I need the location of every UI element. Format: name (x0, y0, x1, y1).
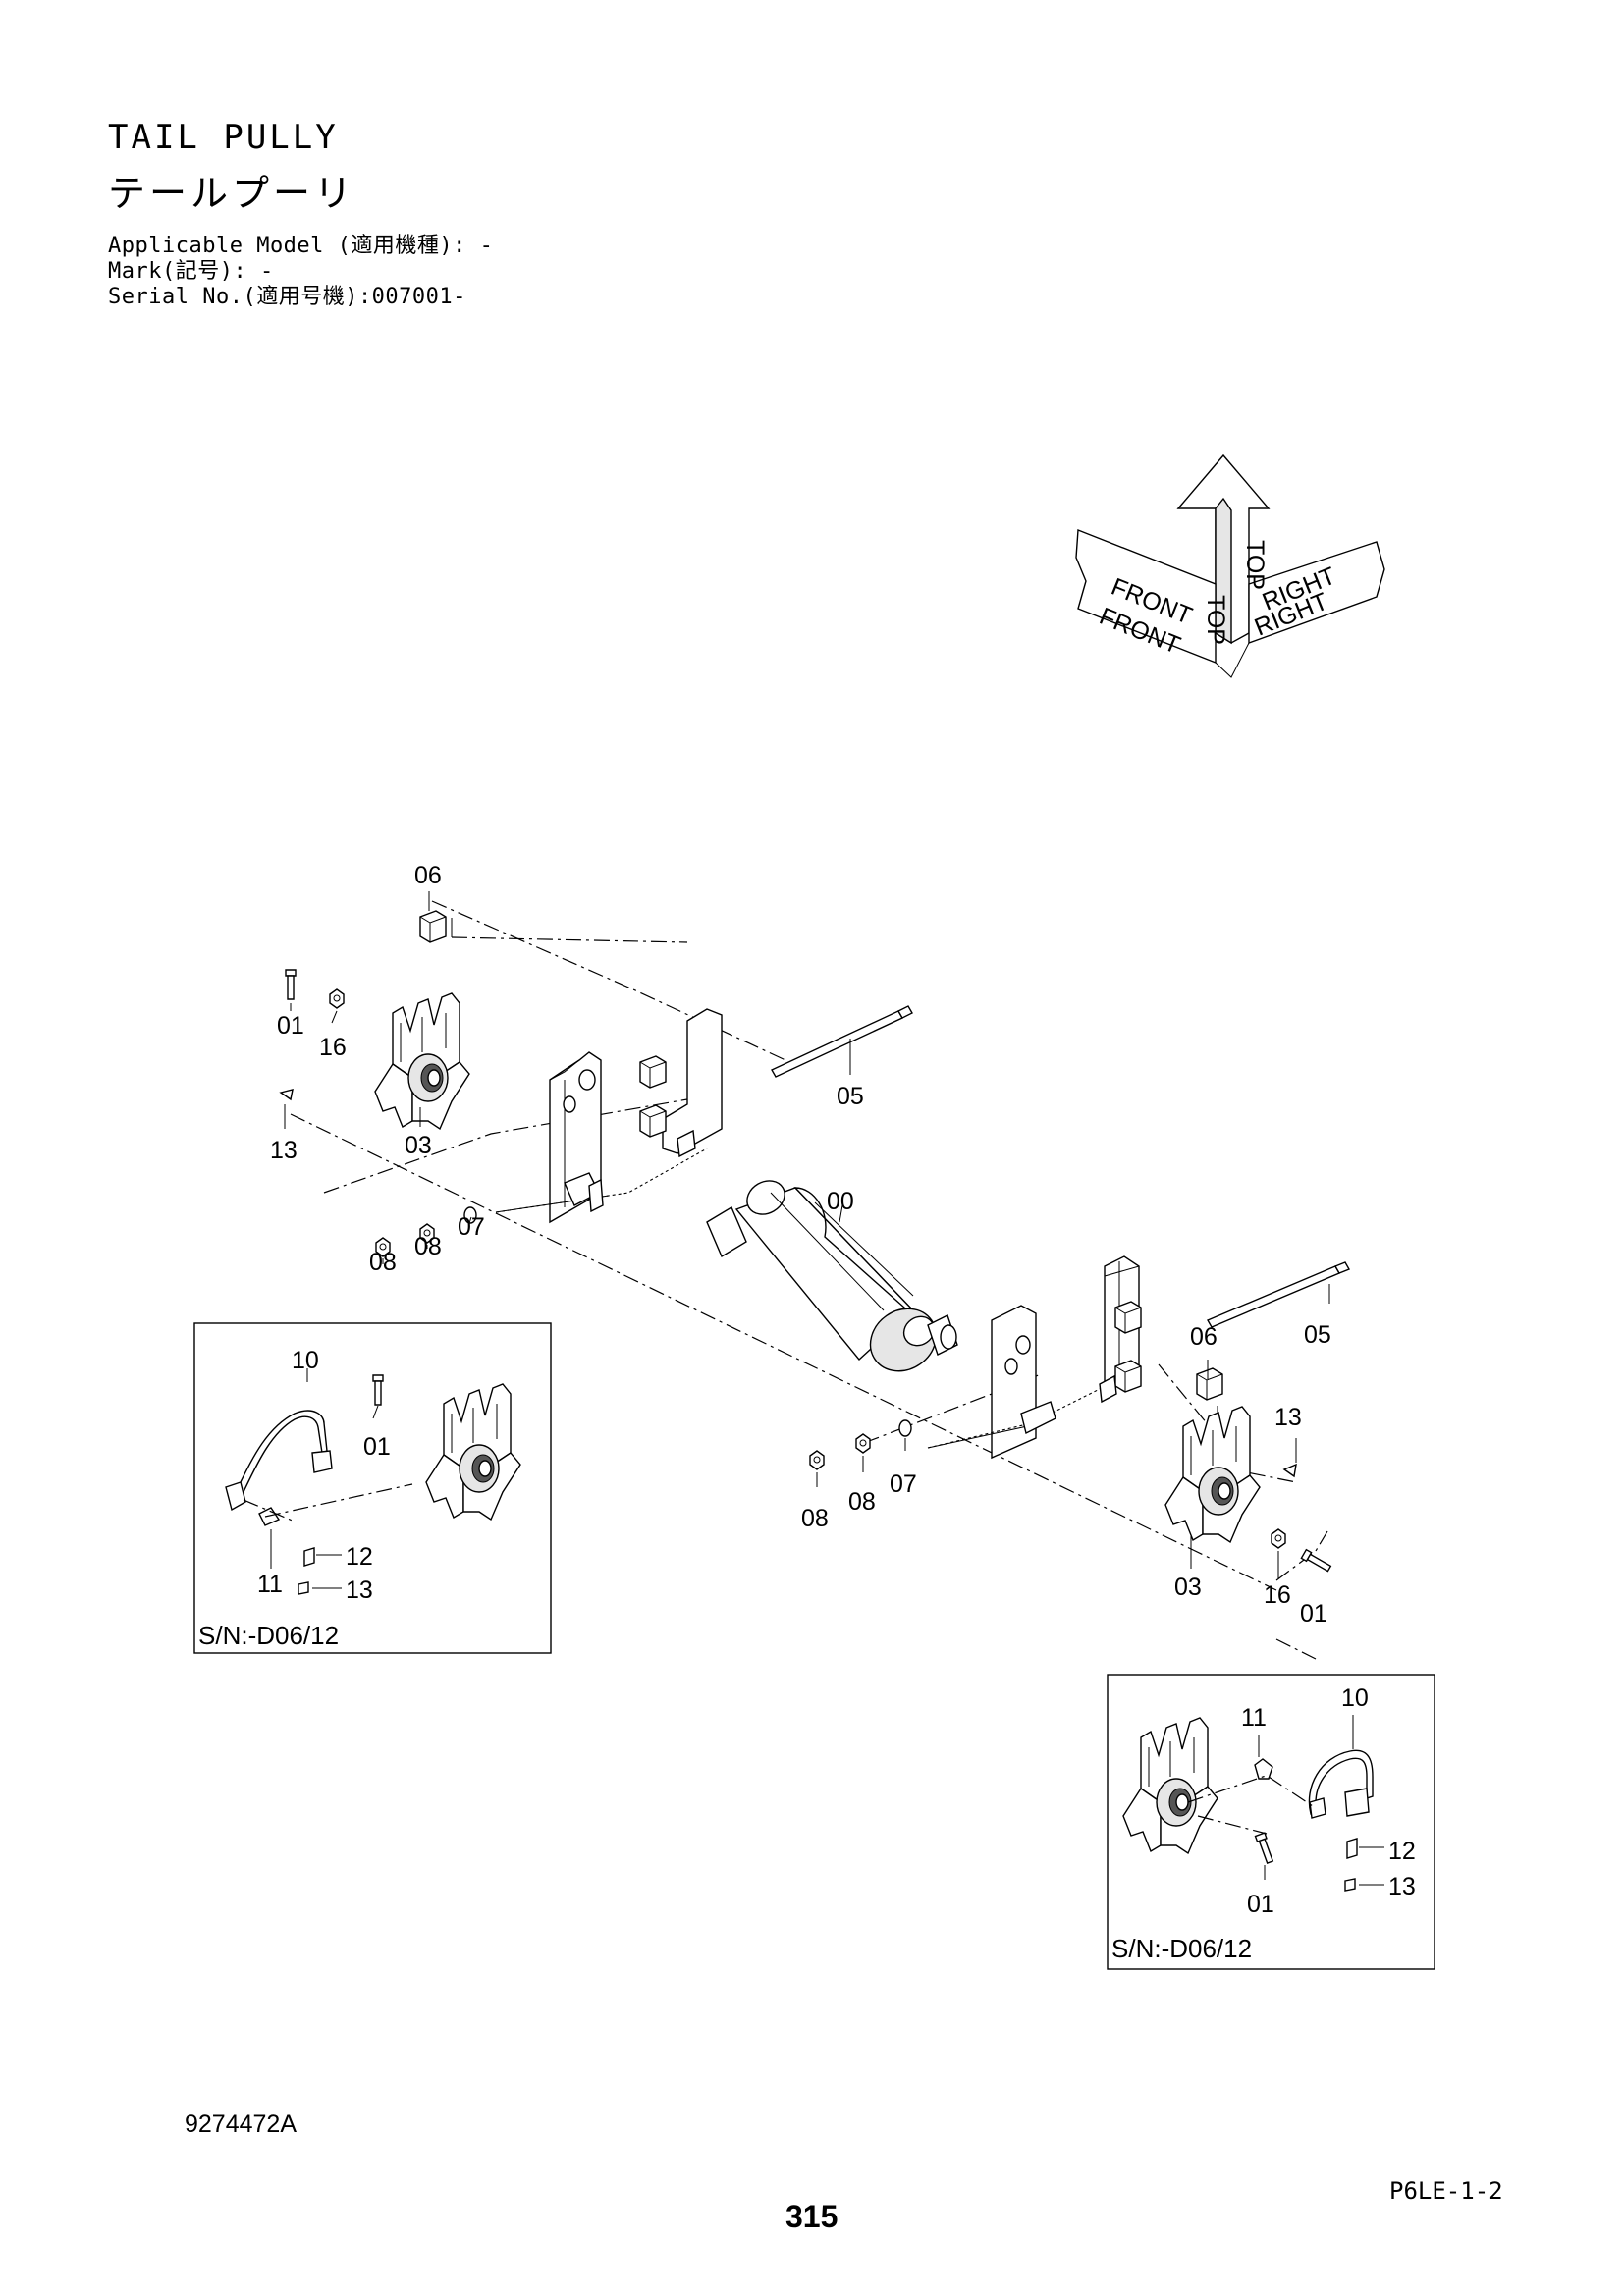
inset-left-callout-13: 13 (346, 1576, 373, 1604)
left-small-parts (279, 910, 477, 1257)
callout-00: 00 (827, 1188, 854, 1215)
applicable-model: Applicable Model (適用機種): - (108, 234, 494, 258)
callout-13: 13 (270, 1137, 298, 1164)
mark: Mark(記号): - (108, 259, 274, 284)
callout-01: 01 (277, 1012, 304, 1040)
orientation-top-label-2: TOP (1241, 540, 1269, 590)
pulley-drum (706, 1180, 958, 1372)
callout-01-2: 01 (1300, 1600, 1327, 1628)
inset-right-callout-01: 01 (1247, 1891, 1274, 1918)
inset-left-callout-11: 11 (257, 1571, 283, 1598)
callout-08-4: 08 (801, 1505, 829, 1532)
right-shaft (1207, 1261, 1351, 1328)
orientation-top-label: TOP (1202, 595, 1229, 645)
left-shaft (771, 1005, 913, 1078)
callout-06: 06 (414, 862, 442, 889)
right-frame-bracket (927, 1255, 1142, 1460)
callout-16: 16 (319, 1034, 347, 1061)
callout-07: 07 (458, 1213, 485, 1241)
left-frame-bracket (495, 1008, 723, 1224)
inset-right-callout-10: 10 (1341, 1684, 1369, 1712)
inset-left-callout-10: 10 (292, 1347, 319, 1374)
callout-16-2: 16 (1264, 1581, 1291, 1609)
page-title: TAIL PULLY (108, 118, 339, 157)
callout-03-2: 03 (1174, 1574, 1202, 1601)
page-title-jp: テールプーリ (108, 172, 356, 215)
leader-lines (284, 891, 1330, 1578)
inset-right: 10 11 12 01 13 S/N:-D06/12 (1107, 1674, 1435, 1970)
page-number: 315 (785, 2199, 839, 2234)
inset-left-callout-12: 12 (346, 1543, 373, 1571)
inset-right-serial-note: S/N:-D06/12 (1111, 1934, 1252, 1963)
callout-08-2: 08 (369, 1249, 397, 1276)
callout-13-2: 13 (1274, 1404, 1302, 1431)
inset-left-callout-01: 01 (363, 1433, 391, 1461)
callout-05-2: 05 (1304, 1321, 1331, 1349)
callout-06-2: 06 (1190, 1323, 1218, 1351)
inset-right-callout-13: 13 (1388, 1873, 1416, 1900)
callouts: 06 01 16 13 03 05 07 08 08 00 05 06 13 0… (270, 862, 1331, 1628)
orientation-indicator: TOP TOP FRONT FRONT RIGHT RIGHT (1075, 454, 1385, 678)
callout-05: 05 (837, 1083, 864, 1110)
inset-left: 10 01 11 12 13 S/N:-D06/12 (193, 1322, 552, 1654)
document-number: 9274472A (185, 2110, 298, 2138)
callout-08-3: 08 (848, 1488, 876, 1516)
callout-03: 03 (405, 1132, 432, 1159)
callout-07-2: 07 (890, 1470, 917, 1498)
serial-number: Serial No.(適用号機):007001- (108, 285, 466, 309)
inset-right-callout-12: 12 (1388, 1838, 1416, 1865)
inset-left-serial-note: S/N:-D06/12 (198, 1621, 339, 1650)
callout-08: 08 (414, 1233, 442, 1260)
right-small-parts (809, 1367, 1333, 1575)
inset-right-callout-11: 11 (1241, 1704, 1267, 1732)
page-code: P6LE-1-2 (1389, 2177, 1503, 2205)
